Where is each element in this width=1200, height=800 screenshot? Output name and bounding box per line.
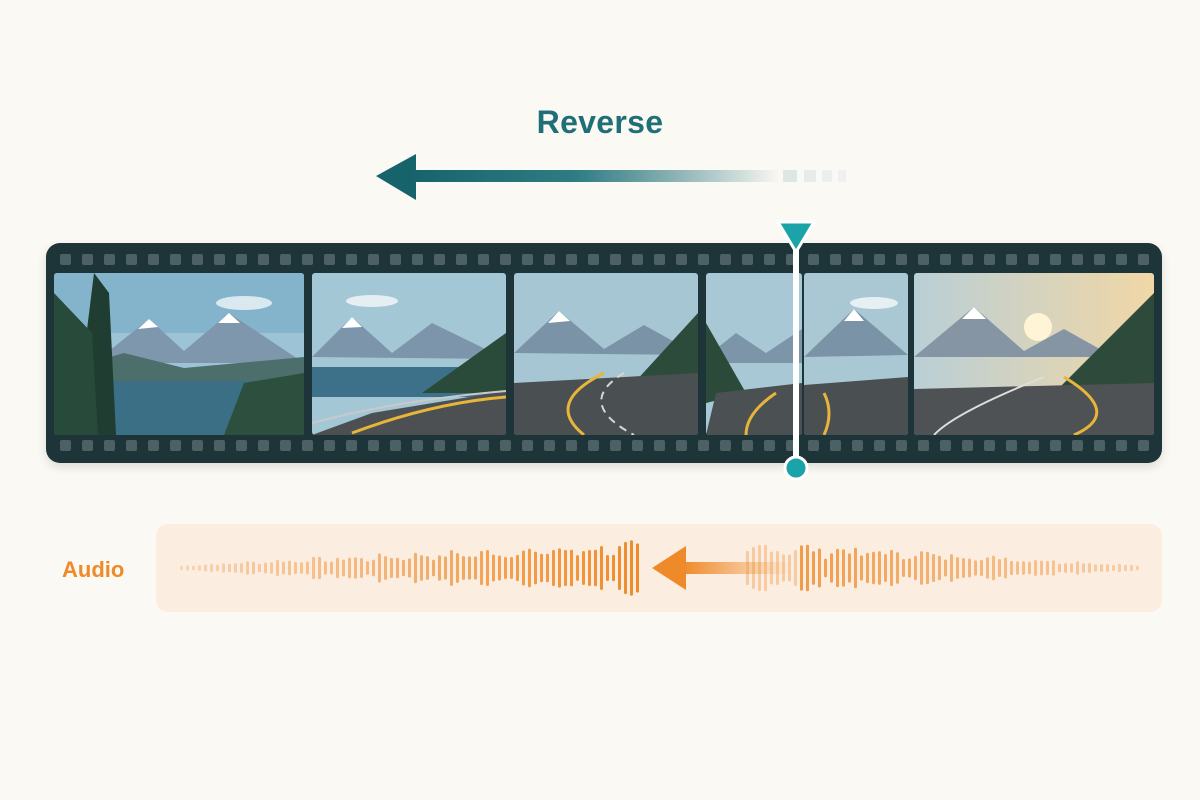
film-frame-3[interactable]: [514, 273, 698, 435]
audio-label: Audio: [62, 557, 125, 582]
reverse-label: Reverse: [536, 104, 664, 140]
filmstrip[interactable]: [46, 243, 1162, 463]
film-frame-4[interactable]: [706, 273, 802, 435]
playhead[interactable]: [772, 218, 820, 484]
film-frame-2[interactable]: [312, 273, 506, 435]
film-frame-5[interactable]: [804, 273, 908, 435]
audio-track[interactable]: [156, 524, 1162, 612]
audio-reverse-arrow-icon: [652, 546, 792, 590]
audio-waveform: [180, 540, 1139, 596]
playhead-line: [793, 234, 799, 470]
reverse-arrow-icon: [376, 154, 846, 200]
film-perforations-bottom: [60, 440, 1149, 451]
playhead-handle-icon[interactable]: [776, 220, 816, 254]
film-perforations-top: [60, 254, 1149, 265]
film-frame-1[interactable]: [54, 273, 304, 435]
playhead-knob-icon[interactable]: [783, 455, 809, 481]
film-frame-6[interactable]: [914, 273, 1154, 435]
